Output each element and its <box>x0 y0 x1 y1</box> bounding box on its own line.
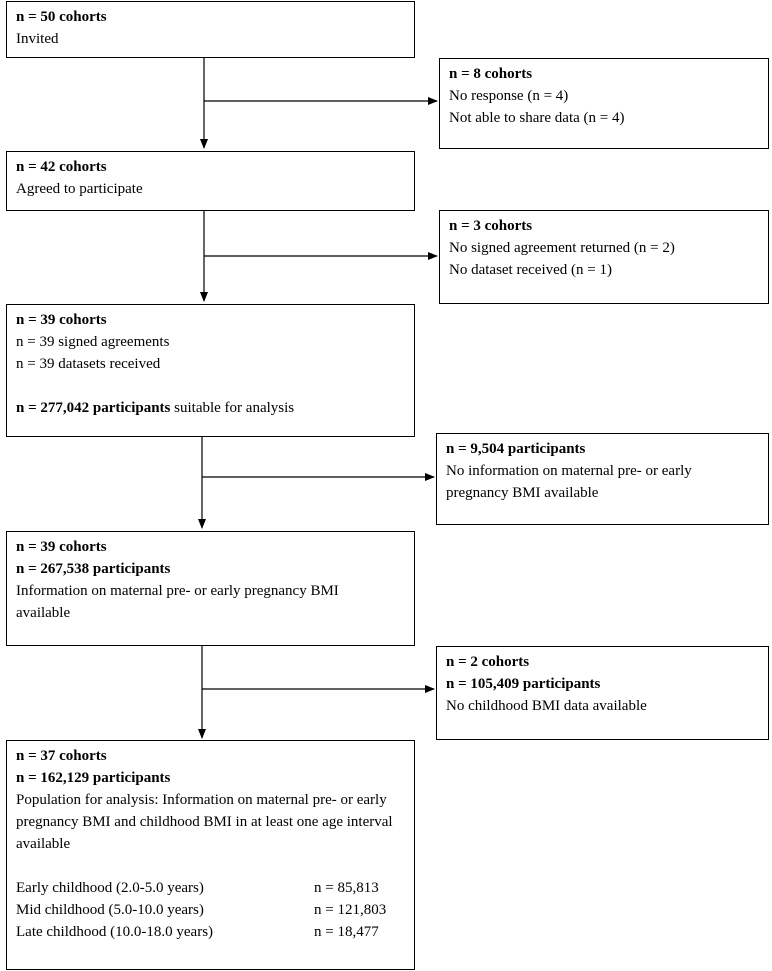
excluded-3-reason: No information on maternal pre- or early… <box>446 463 692 501</box>
final-participants: n = 162,129 participants <box>16 770 171 786</box>
box-excluded-1: n = 8 cohorts No response (n = 4) Not ab… <box>439 58 769 149</box>
excluded-4-reason: No childhood BMI data available <box>446 698 647 714</box>
excluded-3-count: n = 9,504 participants <box>446 441 586 457</box>
bmi-available-label: Information on maternal pre- or early pr… <box>16 583 339 621</box>
received-participants-count: n = 277,042 participants <box>16 400 171 416</box>
final-count: n = 37 cohorts <box>16 748 107 764</box>
box-datasets-received: n = 39 cohorts n = 39 signed agreements … <box>6 304 415 437</box>
box-final-population: n = 37 cohorts n = 162,129 participants … <box>6 740 415 970</box>
interval-row-early: Early childhood (2.0-5.0 years) n = 85,8… <box>16 877 405 899</box>
interval-early-n: n = 85,813 <box>314 880 379 896</box>
excluded-2-reason-2: No dataset received (n = 1) <box>449 262 612 278</box>
invited-count: n = 50 cohorts <box>16 9 107 25</box>
bmi-available-count: n = 39 cohorts <box>16 539 107 555</box>
excluded-4-participants: n = 105,409 participants <box>446 676 601 692</box>
interval-early-label: Early childhood (2.0-5.0 years) <box>16 880 204 896</box>
excluded-2-count: n = 3 cohorts <box>449 218 533 234</box>
received-count: n = 39 cohorts <box>16 312 107 328</box>
interval-mid-n: n = 121,803 <box>314 902 387 918</box>
interval-row-mid: Mid childhood (5.0-10.0 years) n = 121,8… <box>16 899 405 921</box>
received-participants-text: suitable for analysis <box>170 400 295 416</box>
box-excluded-4: n = 2 cohorts n = 105,409 participants N… <box>436 646 769 740</box>
excluded-1-reason-1: No response (n = 4) <box>449 88 569 104</box>
received-datasets: n = 39 datasets received <box>16 356 161 372</box>
interval-late-label: Late childhood (10.0-18.0 years) <box>16 924 214 940</box>
agreed-count: n = 42 cohorts <box>16 159 107 175</box>
interval-mid-label: Mid childhood (5.0-10.0 years) <box>16 902 204 918</box>
excluded-4-count: n = 2 cohorts <box>446 654 530 670</box>
box-bmi-available: n = 39 cohorts n = 267,538 participants … <box>6 531 415 646</box>
excluded-2-reason-1: No signed agreement returned (n = 2) <box>449 240 675 256</box>
final-description: Population for analysis: Information on … <box>16 792 393 852</box>
invited-label: Invited <box>16 31 59 47</box>
box-invited: n = 50 cohorts Invited <box>6 1 415 58</box>
box-agreed: n = 42 cohorts Agreed to participate <box>6 151 415 211</box>
box-excluded-3: n = 9,504 participants No information on… <box>436 433 769 525</box>
interval-row-late: Late childhood (10.0-18.0 years) n = 18,… <box>16 921 405 943</box>
received-agreements: n = 39 signed agreements <box>16 334 170 350</box>
bmi-available-participants: n = 267,538 participants <box>16 561 171 577</box>
received-participants: n = 277,042 participants suitable for an… <box>16 397 405 419</box>
excluded-1-reason-2: Not able to share data (n = 4) <box>449 110 625 126</box>
box-excluded-2: n = 3 cohorts No signed agreement return… <box>439 210 769 304</box>
interval-late-n: n = 18,477 <box>314 924 379 940</box>
excluded-1-count: n = 8 cohorts <box>449 66 533 82</box>
agreed-label: Agreed to participate <box>16 181 143 197</box>
